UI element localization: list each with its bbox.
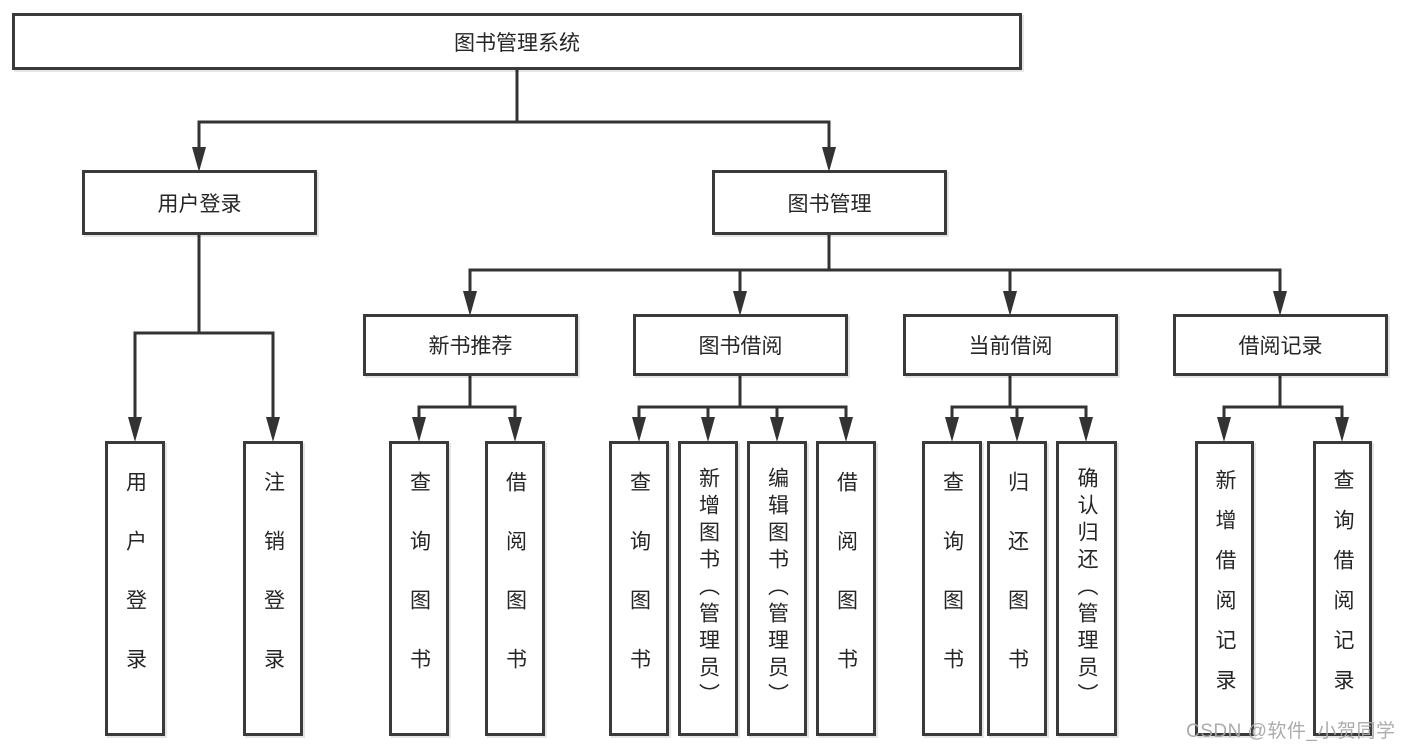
leaf-add-borrow-record: 新增借阅记录	[1195, 441, 1254, 736]
wire-newbook-to-leaves	[417, 374, 517, 423]
node-label: 借阅记录	[1238, 335, 1323, 358]
leaf-user-login: 用户登录	[105, 441, 165, 736]
node-label: 新书推荐	[428, 335, 513, 358]
wire-borrowmgmt-to-leaves	[637, 374, 848, 423]
leaf-label: 查询图书	[407, 470, 431, 707]
leaf-borrow-books-recommend: 借阅图书	[485, 441, 545, 736]
leaf-query-books-recommend: 查询图书	[389, 441, 449, 736]
leaf-edit-book-admin: 编辑图书（管理员）	[747, 441, 807, 736]
leaf-label: 注销登录	[261, 470, 285, 707]
wire-root-to-level1	[197, 68, 831, 152]
node-label: 用户登录	[157, 192, 242, 216]
leaf-label: 确认归还（管理员）	[1075, 467, 1098, 710]
leaf-label: 借阅图书	[503, 470, 527, 707]
node-new-book-recommend: 新书推荐	[363, 314, 578, 376]
leaf-borrow-books: 借阅图书	[816, 441, 876, 736]
node-borrow-records: 借阅记录	[1173, 314, 1388, 376]
leaf-add-book-admin: 新增图书（管理员）	[678, 441, 738, 736]
node-user-login: 用户登录	[82, 170, 317, 235]
leaf-query-books-current: 查询图书	[922, 441, 982, 736]
node-label: 当前借阅	[968, 335, 1053, 358]
node-library-management-system: 图书管理系统	[12, 13, 1022, 70]
node-label: 图书管理系统	[454, 31, 580, 55]
leaf-label: 归还图书	[1005, 470, 1029, 707]
leaf-label: 编辑图书（管理员）	[765, 467, 789, 710]
leaf-label: 查询图书	[627, 470, 651, 707]
node-label: 图书借阅	[698, 335, 783, 358]
wire-records-to-leaves	[1222, 374, 1344, 423]
node-book-management: 图书管理	[712, 170, 947, 235]
node-current-borrow: 当前借阅	[903, 314, 1118, 376]
leaf-label: 新增图书（管理员）	[696, 467, 720, 710]
wire-book-to-sections	[468, 233, 1282, 296]
leaf-confirm-return-admin: 确认归还（管理员）	[1056, 441, 1117, 736]
leaf-label: 查询图书	[940, 470, 964, 707]
leaf-query-borrow-record: 查询借阅记录	[1313, 441, 1372, 736]
leaf-query-books-borrow: 查询图书	[609, 441, 669, 736]
leaf-label: 借阅图书	[834, 470, 858, 707]
arrowheads	[128, 147, 1349, 442]
leaf-label: 用户登录	[123, 470, 147, 707]
leaf-label: 新增借阅记录	[1213, 468, 1236, 709]
leaf-label: 查询借阅记录	[1331, 468, 1354, 709]
leaf-return-book: 归还图书	[987, 441, 1047, 736]
wire-current-to-leaves	[950, 374, 1088, 423]
watermark: CSDN @软件_小贺同学	[1186, 721, 1396, 742]
wire-user-to-leaves	[133, 233, 275, 423]
leaf-logout: 注销登录	[243, 441, 303, 736]
node-book-borrow: 图书借阅	[633, 314, 848, 376]
node-label: 图书管理	[787, 192, 872, 216]
